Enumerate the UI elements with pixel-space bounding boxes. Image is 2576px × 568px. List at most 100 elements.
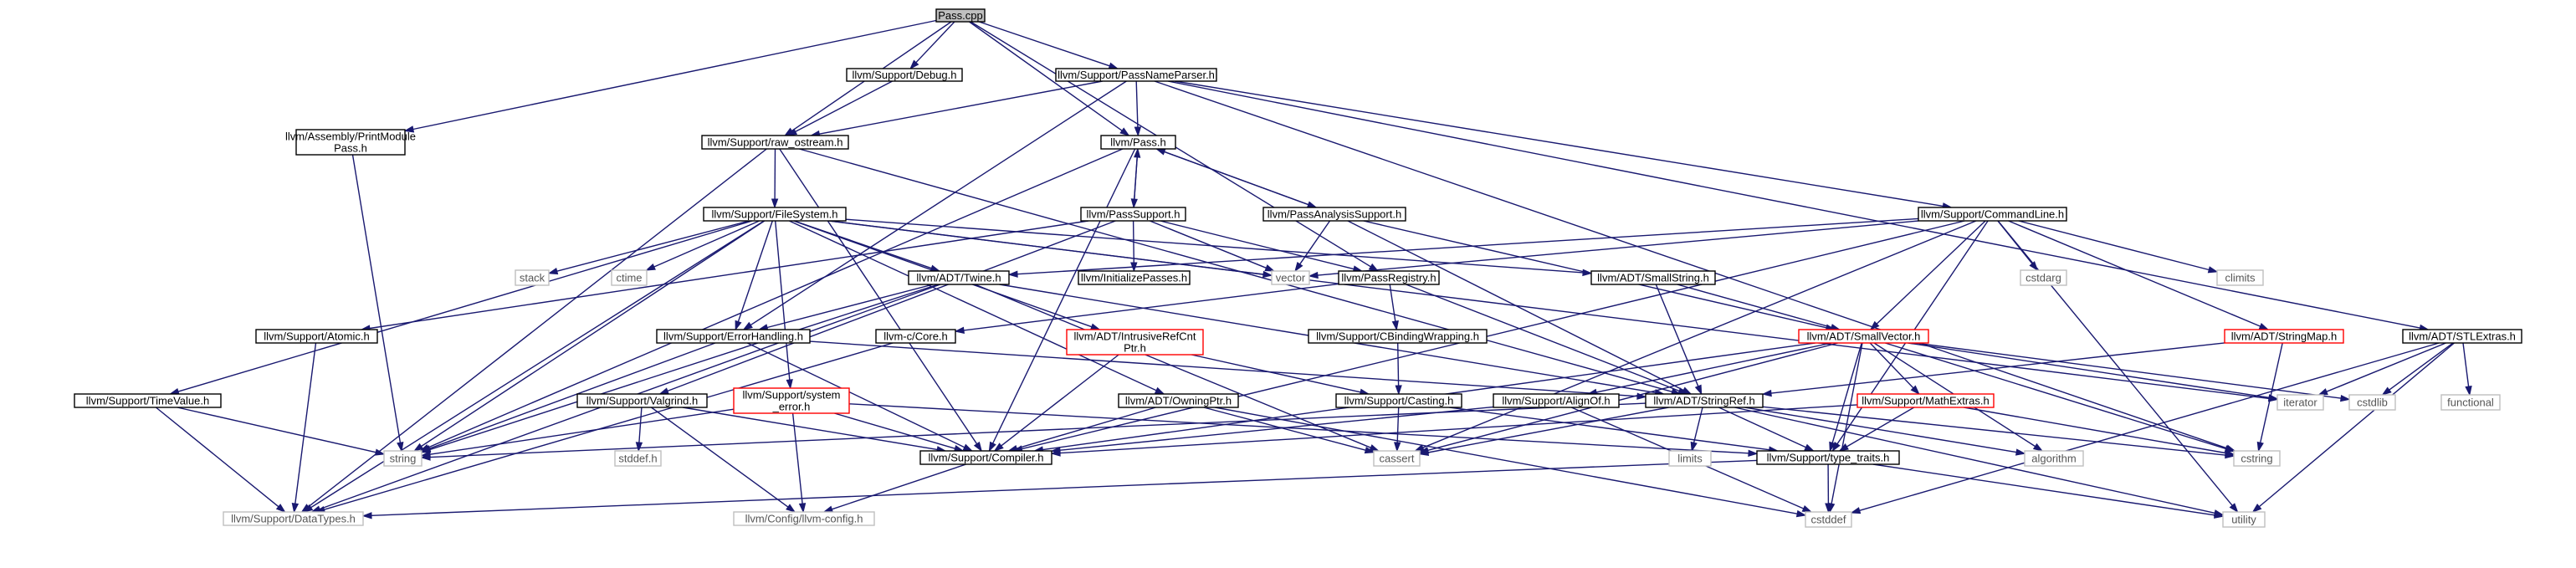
- node-label: Ptr.h: [1124, 342, 1146, 355]
- node-stlextras-h[interactable]: llvm/ADT/STLExtras.h: [2402, 329, 2522, 344]
- node-stddef-h: stddef.h: [614, 450, 662, 467]
- node-label: llvm/PassAnalysisSupport.h: [1268, 208, 1401, 221]
- node-label: llvm/Support/CBindingWrapping.h: [1316, 330, 1479, 343]
- node-box: [1373, 450, 1421, 467]
- node-commandline-h[interactable]: llvm/Support/CommandLine.h: [1918, 207, 2067, 222]
- node-llvmc-core-h[interactable]: llvm-c/Core.h: [875, 329, 956, 344]
- node-label: llvm/Support/FileSystem.h: [712, 208, 838, 221]
- edge-compiler_h-to-llvm_config_h: [822, 463, 966, 513]
- node-box: [1055, 68, 1217, 82]
- edge-passsupport_h-to-pass_h: [1133, 147, 1141, 208]
- edge-stringref_h-to-limits: [1690, 407, 1703, 453]
- node-type-traits-h[interactable]: llvm/Support/type_traits.h: [1756, 450, 1900, 465]
- edge-stringref_h-to-algorithm: [1744, 407, 2026, 456]
- node-label: llvm/Pass.h: [1110, 136, 1165, 149]
- edge-system_error_h-to-llvm_config_h: [791, 412, 807, 514]
- edge-type_traits_h-to-cstddef: [1825, 463, 1832, 514]
- node-initializepasses-h[interactable]: llvm/InitializePasses.h: [1078, 270, 1191, 285]
- edge-timevalue_h-to-datatypes_h: [155, 407, 286, 513]
- node-box: [846, 68, 963, 82]
- node-cassert: cassert: [1373, 450, 1421, 467]
- node-cbindingwrapping-h[interactable]: llvm/Support/CBindingWrapping.h: [1308, 329, 1488, 344]
- edge-type_traits_h-to-utility: [1872, 463, 2225, 519]
- node-stringmap-h[interactable]: llvm/ADT/StringMap.h: [2224, 329, 2344, 344]
- edge-filesystem_h-to-errorhandling_h: [735, 220, 773, 331]
- node-label: llvm/ADT/StringRef.h: [1653, 395, 1754, 407]
- edge-smallvector_h-to-type_traits_h: [1829, 342, 1862, 453]
- node-box: [1080, 207, 1186, 222]
- node-label: llvm/ADT/OwningPtr.h: [1125, 395, 1232, 407]
- edge-filesystem_h-to-smallstring_h: [845, 218, 1593, 277]
- node-utility: utility: [2222, 511, 2266, 528]
- node-box: [1918, 207, 2067, 222]
- node-errorhandling-h[interactable]: llvm/Support/ErrorHandling.h: [656, 329, 811, 344]
- node-casting-h[interactable]: llvm/Support/Casting.h: [1335, 393, 1462, 408]
- node-smallvector-h[interactable]: llvm/ADT/SmallVector.h: [1798, 329, 1929, 344]
- node-stringref-h[interactable]: llvm/ADT/StringRef.h: [1645, 393, 1764, 408]
- edge-pass_cpp-to-pass_h: [969, 21, 1130, 136]
- node-label: llvm/ADT/SmallVector.h: [1807, 330, 1921, 343]
- edge-atomic_h-to-datatypes_h: [291, 342, 317, 514]
- node-label: llvm/ADT/Twine.h: [916, 272, 1001, 284]
- node-label: Pass.h: [334, 142, 367, 155]
- node-label: ctime: [616, 272, 642, 284]
- node-passregistry-h[interactable]: llvm/PassRegistry.h: [1338, 270, 1440, 285]
- node-passnameparser-h[interactable]: llvm/Support/PassNameParser.h: [1055, 68, 1217, 82]
- node-label: llvm/Support/Casting.h: [1344, 395, 1454, 407]
- node-label: llvm/ADT/IntrusiveRefCnt: [1074, 330, 1196, 343]
- node-mathextras-h[interactable]: llvm/Support/MathExtras.h: [1856, 393, 1995, 408]
- node-box: [1078, 270, 1191, 285]
- node-valgrind-h[interactable]: llvm/Support/Valgrind.h: [576, 393, 708, 408]
- node-box: [1756, 450, 1900, 465]
- node-box: [611, 269, 648, 286]
- node-debug-h[interactable]: llvm/Support/Debug.h: [846, 68, 963, 82]
- node-system-error-h[interactable]: llvm/Support/system_error.h: [733, 387, 850, 414]
- node-label: cstdarg: [2025, 272, 2061, 284]
- node-twine-h[interactable]: llvm/ADT/Twine.h: [908, 270, 1010, 285]
- node-limits: limits: [1668, 450, 1712, 467]
- edge-passsupport_h-to-passregistry_h: [1160, 220, 1364, 273]
- node-cstdarg: cstdarg: [2020, 269, 2067, 286]
- edge-stlextras_h-to-cstddef: [1850, 342, 2440, 514]
- edge-twine_h-to-string: [420, 284, 939, 453]
- edge-pass_cpp-to-debug_h: [909, 21, 955, 70]
- node-atomic-h[interactable]: llvm/Support/Atomic.h: [255, 329, 378, 344]
- node-alignof-h[interactable]: llvm/Support/AlignOf.h: [1493, 393, 1620, 408]
- node-box: [1308, 329, 1488, 344]
- node-timevalue-h[interactable]: llvm/Support/TimeValue.h: [74, 393, 222, 408]
- node-box: [614, 450, 662, 467]
- node-pass-cpp[interactable]: Pass.cpp: [935, 8, 986, 23]
- node-smallstring-h[interactable]: llvm/ADT/SmallString.h: [1590, 270, 1716, 285]
- node-raw-ostream-h[interactable]: llvm/Support/raw_ostream.h: [701, 135, 849, 150]
- node-compiler-h[interactable]: llvm/Support/Compiler.h: [919, 450, 1052, 465]
- node-box: [1645, 393, 1764, 408]
- edge-stringref_h-to-string: [420, 402, 1646, 461]
- node-box: [908, 270, 1010, 285]
- node-box: [2216, 269, 2264, 286]
- node-owningptr-h[interactable]: llvm/ADT/OwningPtr.h: [1118, 393, 1239, 408]
- edge-filesystem_h-to-timevalue_h: [168, 220, 753, 396]
- node-label: llvm/ADT/StringMap.h: [2231, 330, 2337, 343]
- node-box: [1335, 393, 1462, 408]
- node-box: [703, 207, 847, 222]
- edge-passregistry_h-to-llvmc_core_h: [954, 283, 1339, 335]
- node-filesystem-h[interactable]: llvm/Support/FileSystem.h: [703, 207, 847, 222]
- node-box: [656, 329, 811, 344]
- edge-system_error_h-to-type_traits_h: [848, 403, 1759, 457]
- edge-commandline_h-to-utility: [1997, 220, 2239, 514]
- node-passsupport-h[interactable]: llvm/PassSupport.h: [1080, 207, 1186, 222]
- node-passanalysissupport-h[interactable]: llvm/PassAnalysisSupport.h: [1262, 207, 1406, 222]
- node-box: [733, 387, 850, 414]
- node-box: [2224, 329, 2344, 344]
- node-pass-h[interactable]: llvm/Pass.h: [1100, 135, 1176, 150]
- node-climits: climits: [2216, 269, 2264, 286]
- edge-filesystem_h-to-string: [412, 220, 766, 452]
- edge-passsupport_h-to-valgrind_h: [658, 220, 1116, 395]
- node-box: [1118, 393, 1239, 408]
- node-box: [935, 8, 986, 23]
- edge-filesystem_h-to-stack: [547, 220, 750, 275]
- node-box: [1798, 329, 1929, 344]
- edge-pass_h-to-compiler_h: [988, 148, 1136, 453]
